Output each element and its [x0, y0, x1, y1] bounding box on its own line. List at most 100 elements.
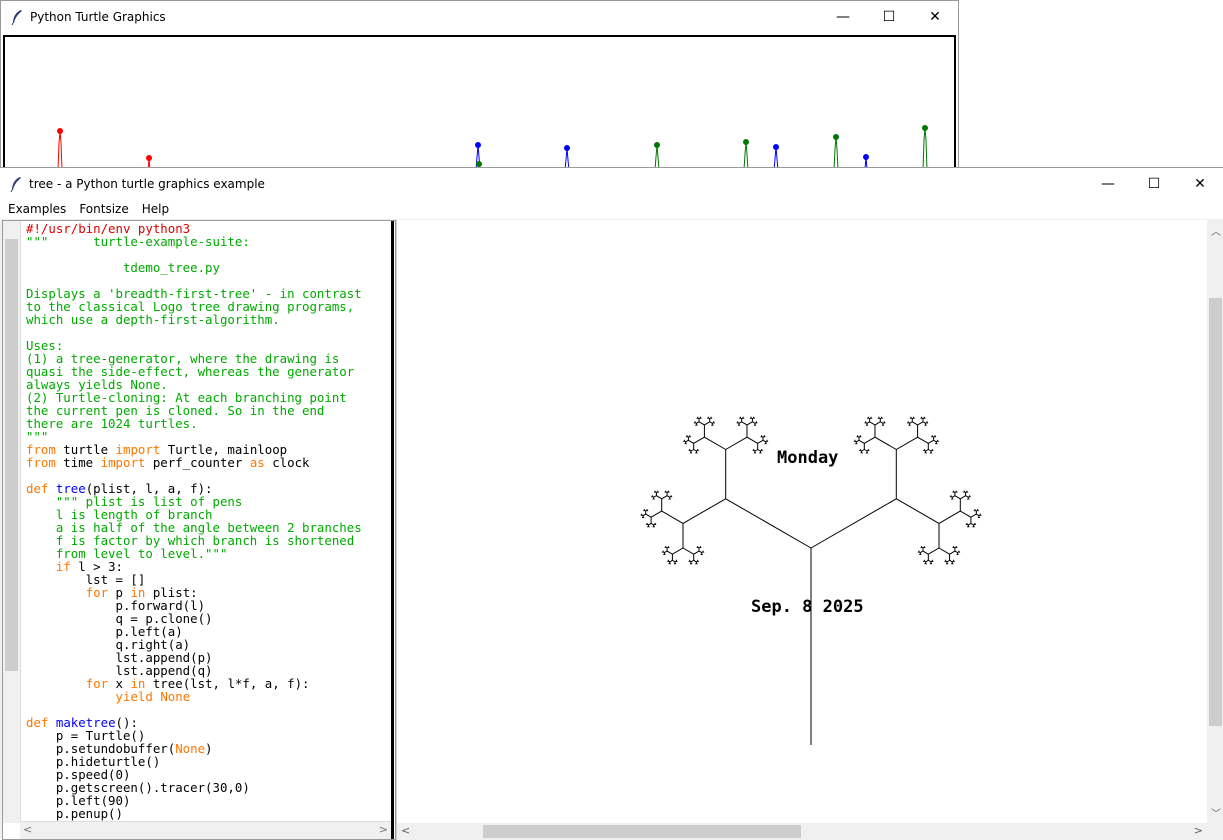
tree-branch: [928, 548, 939, 554]
tree-branch: [966, 496, 969, 498]
tree-branch: [928, 440, 933, 443]
tree-branch: [912, 422, 917, 425]
tree-branch: [662, 496, 667, 499]
tree-branch: [758, 450, 761, 452]
tree-branch: [662, 511, 683, 523]
minimize-button[interactable]: —: [1085, 168, 1131, 199]
minimize-button[interactable]: —: [820, 1, 866, 32]
scroll-up-icon[interactable]: ︿: [1211, 223, 1221, 238]
pen-trail: [58, 131, 62, 168]
tree-branch: [643, 514, 646, 516]
tree-branch: [694, 560, 697, 562]
title-bar[interactable]: tree - a Python turtle graphics example …: [0, 168, 1223, 199]
close-button[interactable]: ✕: [912, 1, 958, 32]
fractal-tree-drawing: Monday Sep. 8 2025: [397, 220, 1207, 823]
canvas-horizontal-scrollbar[interactable]: < >: [397, 823, 1207, 840]
tree-branch: [651, 523, 654, 525]
pen-trail: [655, 145, 659, 168]
close-button[interactable]: ✕: [1177, 168, 1223, 199]
title-bar[interactable]: Python Turtle Graphics — ☐ ✕: [1, 1, 958, 32]
scrollbar-thumb[interactable]: [1209, 298, 1222, 726]
tree-branch: [923, 422, 926, 424]
code-horizontal-scrollbar[interactable]: < >: [20, 821, 391, 839]
tree-branch: [672, 560, 675, 562]
maximize-button[interactable]: ☐: [866, 1, 912, 32]
day-label: Monday: [777, 448, 838, 468]
tree-branch: [699, 422, 704, 425]
tree-branch: [947, 560, 950, 562]
menu-help[interactable]: Help: [142, 202, 169, 216]
scroll-right-icon[interactable]: >: [379, 823, 388, 836]
tree-branch: [926, 560, 929, 562]
tree-branch: [694, 450, 697, 452]
tree-branch: [960, 511, 971, 517]
code-text[interactable]: #!/usr/bin/env python3 """ turtle-exampl…: [26, 222, 362, 833]
pen-trail: [834, 137, 838, 168]
tree-branch: [971, 523, 974, 525]
tree-branch: [952, 496, 955, 498]
tree-branch: [747, 422, 752, 425]
tree-branch: [694, 551, 699, 554]
turtle-graphics-window[interactable]: Python Turtle Graphics — ☐ ✕: [0, 0, 959, 168]
tree-branch: [928, 560, 931, 562]
pen-dot: [475, 142, 481, 148]
tree-branch: [651, 511, 662, 517]
tree-branch: [742, 422, 747, 425]
tree-branch: [923, 551, 928, 554]
tree-branch: [755, 450, 758, 452]
menu-fontsize[interactable]: Fontsize: [79, 202, 128, 216]
tree-branch: [704, 437, 725, 449]
racing-turtles-drawing: [5, 37, 956, 168]
pen-dot: [654, 142, 660, 148]
scroll-right-icon[interactable]: >: [1194, 824, 1203, 837]
date-label: Sep. 8 2025: [751, 597, 864, 617]
tree-branch: [955, 496, 960, 499]
tree-branch: [646, 514, 651, 517]
scrollbar-thumb[interactable]: [5, 239, 18, 671]
tree-branch: [939, 548, 950, 554]
tree-branch: [758, 440, 763, 443]
scroll-down-icon[interactable]: ﹀: [1211, 805, 1221, 820]
scroll-left-icon[interactable]: <: [23, 823, 32, 836]
scroll-left-icon[interactable]: <: [401, 824, 410, 837]
turtle-canvas: [3, 35, 956, 168]
tree-branch: [726, 437, 747, 449]
pen-dot: [922, 125, 928, 131]
tree-branch: [875, 437, 896, 449]
code-vertical-scrollbar[interactable]: [3, 221, 21, 823]
tree-branch: [862, 450, 865, 452]
tree-branch: [950, 551, 955, 554]
tree-branch: [928, 450, 931, 452]
tree-branch: [811, 499, 896, 548]
maximize-button[interactable]: ☐: [1131, 168, 1177, 199]
menu-bar: Examples Fontsize Help: [0, 199, 1223, 219]
tree-branch: [710, 422, 713, 424]
canvas-vertical-scrollbar[interactable]: ︿ ﹀: [1207, 220, 1223, 823]
tree-branch: [971, 514, 976, 517]
menu-examples[interactable]: Examples: [8, 202, 66, 216]
tree-branch: [955, 551, 958, 553]
tree-branch: [934, 440, 937, 442]
tree-branch: [726, 499, 811, 548]
tree-branch: [696, 422, 699, 424]
window-title: Python Turtle Graphics: [30, 10, 166, 24]
drawing-canvas[interactable]: Monday Sep. 8 2025 ︿ ﹀ < >: [396, 220, 1223, 840]
tree-branch: [875, 422, 880, 425]
tree-branch: [856, 440, 859, 442]
tree-branch: [896, 499, 939, 524]
sash-divider[interactable]: [391, 221, 394, 840]
tree-branch: [968, 523, 971, 525]
pen-dot: [743, 139, 749, 145]
tree-branch: [918, 422, 923, 425]
tree-branch: [926, 450, 929, 452]
tree-branch: [880, 422, 883, 424]
source-code-panel[interactable]: #!/usr/bin/env python3 """ turtle-exampl…: [2, 220, 396, 840]
tree-branch: [694, 437, 705, 443]
tree-demo-window[interactable]: tree - a Python turtle graphics example …: [0, 167, 1223, 839]
tree-branch: [867, 422, 870, 424]
scrollbar-thumb[interactable]: [483, 825, 801, 838]
window-title: tree - a Python turtle graphics example: [29, 177, 265, 191]
pen-dot: [773, 144, 779, 150]
pen-dot: [833, 134, 839, 140]
tree-branch: [960, 496, 965, 499]
